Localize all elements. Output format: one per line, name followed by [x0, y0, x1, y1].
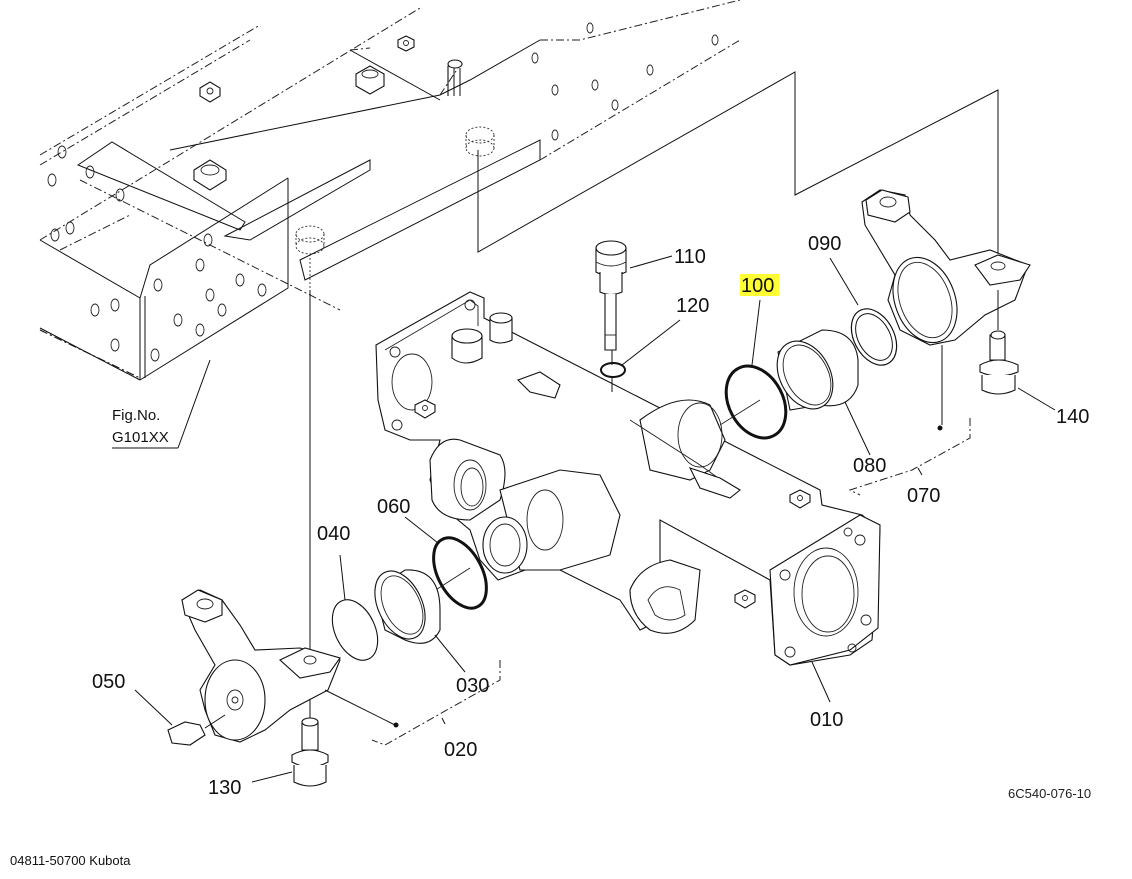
callout-110[interactable]: 110 — [674, 246, 706, 268]
axle-housing-part-010 — [375, 291, 881, 703]
bushing-part-030 — [374, 569, 466, 673]
figure-ref-line2: G101XX — [112, 429, 169, 446]
callout-020[interactable]: 020 — [444, 739, 477, 761]
plug-part-110 — [595, 240, 673, 351]
callout-140[interactable]: 140 — [1056, 406, 1089, 428]
knuckle-part-070 — [848, 189, 1031, 496]
callout-070[interactable]: 070 — [907, 485, 940, 507]
bushing-part-080 — [776, 329, 871, 456]
tractor-frame — [39, 0, 999, 720]
callout-080[interactable]: 080 — [853, 455, 886, 477]
callout-100-highlight — [740, 274, 779, 296]
cap-part-040 — [331, 554, 379, 661]
callout-040[interactable]: 040 — [317, 523, 350, 545]
callout-090[interactable]: 090 — [808, 233, 841, 255]
grease-fitting-part-050 — [134, 689, 226, 746]
drawing-reference-code: 6C540-076-10 — [1008, 786, 1092, 801]
callout-010[interactable]: 010 — [810, 709, 843, 731]
knuckle-part-020 — [181, 589, 399, 743]
callout-030[interactable]: 030 — [456, 675, 489, 697]
washer-part-090 — [829, 257, 898, 366]
bolt-part-140 — [979, 330, 1056, 411]
o-ring-part-100 — [724, 364, 788, 440]
part-number-footer: 04811-50700 Kubota — [10, 853, 131, 868]
callout-130[interactable]: 130 — [208, 777, 241, 799]
bolt-part-130 — [251, 717, 329, 787]
callout-100[interactable]: 100 — [741, 275, 774, 297]
callout-120[interactable]: 120 — [676, 295, 709, 317]
figure-ref-line1: Fig.No. — [112, 407, 160, 424]
callout-060[interactable]: 060 — [377, 496, 410, 518]
callout-050[interactable]: 050 — [92, 671, 125, 693]
o-ring-part-060 — [432, 536, 488, 610]
o-ring-part-120 — [600, 319, 681, 392]
group-bracket-020 — [371, 660, 501, 746]
